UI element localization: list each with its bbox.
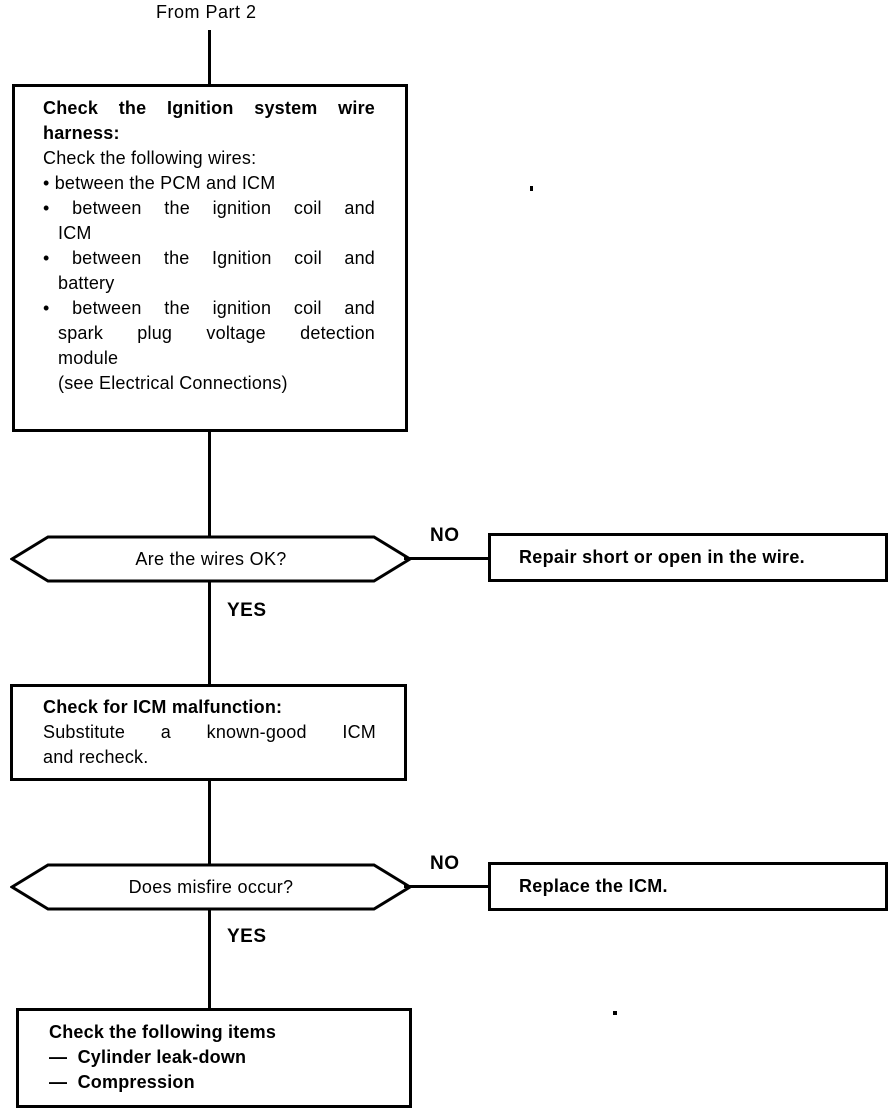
- see-reference-note: (see Electrical Connections): [58, 373, 288, 393]
- action-repair-wire: Repair short or open in the wire.: [488, 533, 888, 582]
- scan-artifact-dot: [530, 186, 533, 191]
- from-part-label: From Part 2: [156, 2, 257, 22]
- no-branch-line: [404, 885, 490, 888]
- no-branch-line: [404, 557, 490, 560]
- dash-item-line: — Cylinder leak-down: [49, 1047, 247, 1067]
- bullet-line: • between the ignition coil and: [43, 298, 375, 318]
- bullet-continuation-line: battery: [58, 273, 115, 293]
- text-line: Check the following items: [49, 1022, 277, 1042]
- connector-line: [208, 910, 211, 1010]
- bullet-continuation-line: spark plug voltage detection: [58, 323, 375, 343]
- dash-item-line: — Compression: [49, 1072, 195, 1092]
- bullet-line: • between the Ignition coil and: [43, 248, 375, 268]
- decision-are-wires-ok-label: Are the wires OK?: [135, 548, 287, 569]
- no-branch-label: NO: [430, 853, 460, 874]
- bullet-continuation-line: ICM: [58, 223, 92, 243]
- decision-does-misfire-occur-label: Does misfire occur?: [128, 876, 294, 897]
- scan-artifact-dot: [613, 1011, 617, 1015]
- step-check-icm-malfunction: Check for ICM malfunction: Substitute a …: [10, 684, 407, 781]
- text-line: Check the following wires:: [43, 148, 257, 168]
- action-replace-icm: Replace the ICM.: [488, 862, 888, 911]
- text-line: Check the Ignition system wire: [43, 98, 375, 118]
- bullet-continuation-line: module: [58, 348, 119, 368]
- connector-line: [208, 430, 211, 536]
- yes-branch-label: YES: [227, 600, 267, 621]
- yes-branch-label: YES: [227, 926, 267, 947]
- text-line: Check for ICM malfunction:: [43, 697, 283, 717]
- text-line: Substitute a known-good ICM: [43, 722, 376, 742]
- step-check-wire-harness: Check the Ignition system wire harness: …: [12, 84, 408, 432]
- bullet-line: • between the PCM and ICM: [43, 173, 276, 193]
- text-line: and recheck.: [43, 747, 149, 767]
- no-branch-label: NO: [430, 525, 460, 546]
- text-line: harness:: [43, 123, 120, 143]
- bullet-line: • between the ignition coil and: [43, 198, 375, 218]
- step-check-following-items: Check the following items — Cylinder lea…: [16, 1008, 412, 1108]
- connector-line: [208, 582, 211, 686]
- connector-line-entry: [208, 30, 211, 85]
- connector-line: [208, 779, 211, 864]
